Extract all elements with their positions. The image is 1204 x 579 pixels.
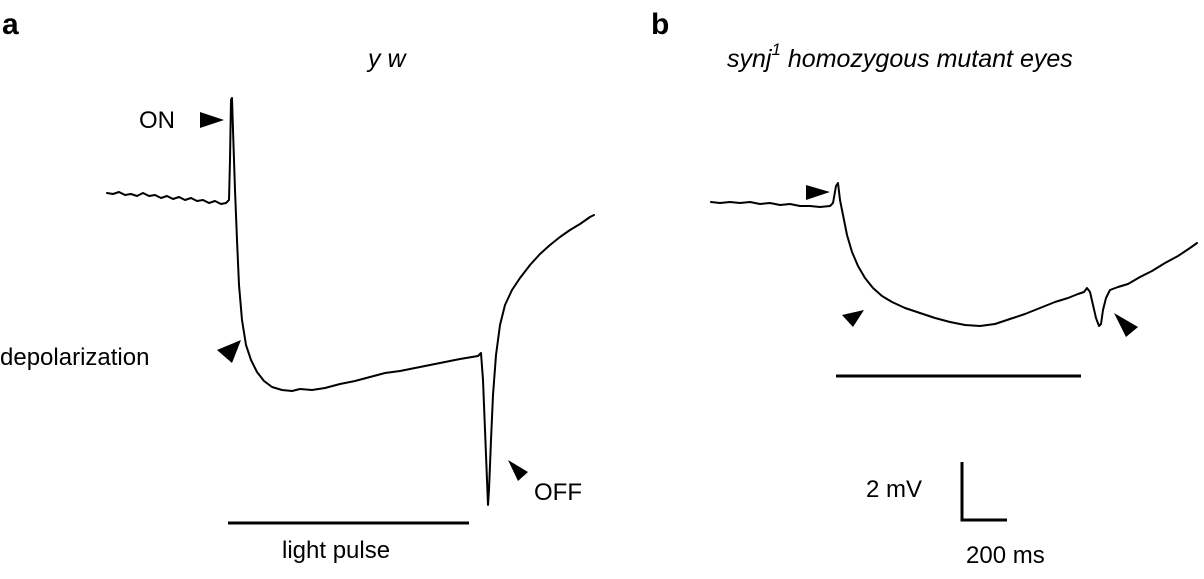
scale-bar: 2 mV 200 ms: [866, 462, 1045, 569]
panel-b-title: synj1 homozygous mutant eyes: [727, 40, 1073, 73]
depolarization-label: depolarization: [0, 344, 149, 371]
off-label: OFF: [534, 479, 582, 506]
panel-b-title-main: synj: [727, 45, 773, 73]
panel-b-title-superscript: 1: [771, 40, 780, 59]
panel-b-title-rest: homozygous mutant eyes: [781, 45, 1073, 73]
on-arrowhead-icon: [200, 112, 224, 128]
panel-a-letter: a: [2, 8, 19, 41]
panel-a: a y w ON depolarization OFF light pulse: [0, 8, 595, 564]
panel-b: b synj1 homozygous mutant eyes: [651, 8, 1198, 378]
light-pulse-label: light pulse: [282, 537, 390, 564]
scale-bar-vertical-label: 2 mV: [866, 476, 922, 503]
depolarization-arrowhead-icon: [217, 340, 241, 363]
off-arrowhead-icon: [508, 460, 528, 481]
onset-arrowhead-icon: [806, 185, 830, 200]
depolarization-b-arrowhead-icon: [842, 310, 864, 327]
panel-b-erg-trace: [710, 182, 1198, 327]
panel-b-letter: b: [651, 8, 669, 41]
panel-a-erg-trace: [106, 97, 595, 506]
scale-bar-horizontal-label: 200 ms: [966, 542, 1045, 569]
on-label: ON: [139, 107, 175, 134]
off-b-arrowhead-icon: [1114, 313, 1138, 337]
scale-bar-lines: [960, 462, 1007, 522]
panel-a-title: y w: [366, 45, 407, 73]
